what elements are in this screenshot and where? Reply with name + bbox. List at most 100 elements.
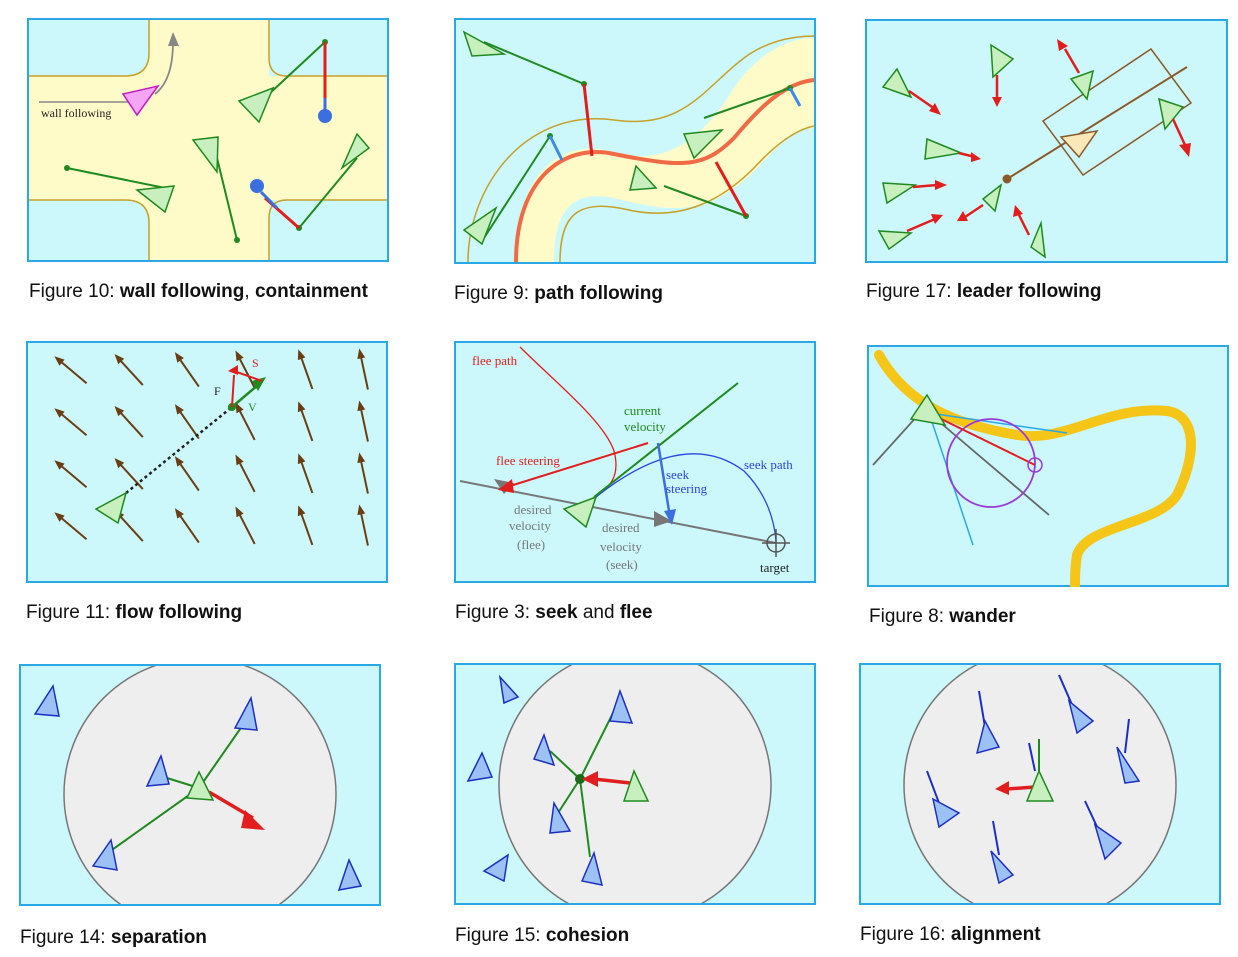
arrowhead [992, 97, 1002, 107]
steering-label: S [252, 356, 259, 370]
arrowhead [929, 103, 941, 115]
flow-arrow [236, 509, 256, 545]
steering-arrow [908, 89, 936, 111]
boid-icon [580, 850, 604, 886]
projection-line [582, 83, 594, 157]
caption-prefix: Figure 3: [455, 602, 536, 623]
flow-arrow [116, 356, 144, 386]
road-edge [29, 20, 150, 77]
figure-8-caption: Figure 8: wander [869, 606, 1016, 628]
flow-arrowhead [114, 406, 125, 417]
path-corridor [516, 38, 814, 262]
agent-icon [237, 86, 275, 124]
figure-9-panel [454, 18, 816, 264]
flow-arrowhead [235, 402, 244, 414]
boid-group [926, 674, 1141, 885]
flow-arrow [298, 456, 314, 494]
flow-arrow [236, 353, 256, 389]
figure-17-panel [865, 19, 1228, 263]
figure-14-panel [19, 664, 381, 906]
caption-bold: alignment [950, 924, 1041, 945]
path-edge [559, 125, 815, 263]
agent-icon [877, 230, 914, 251]
figure-15-caption: Figure 15: cohesion [455, 925, 629, 947]
figure-16-diagram [859, 663, 1221, 905]
seek-steering-label: steering [666, 481, 708, 496]
arrowhead [995, 781, 1009, 795]
agent-icon [682, 129, 725, 160]
agent-icon [990, 43, 1015, 79]
steering-arrow [906, 217, 936, 233]
agent-icon [1069, 69, 1095, 101]
agent-icon [94, 491, 128, 525]
wall-following-agent [121, 84, 160, 117]
boid-icon [990, 850, 1015, 885]
flow-arrow [298, 352, 314, 390]
flow-arrowhead [54, 512, 65, 522]
tangent-line [928, 412, 1068, 434]
figure-3-panel: flee path seek path current velocity fle… [454, 341, 816, 583]
boid-icon [91, 838, 118, 871]
flow-arrow [176, 406, 200, 440]
figure-9-diagram [454, 18, 816, 264]
future-position-line [703, 87, 791, 119]
agent-icon [185, 770, 215, 801]
figure-16-panel [859, 663, 1221, 905]
velocity-vector [231, 384, 259, 408]
boid-icon [145, 753, 170, 787]
flow-arrowhead [54, 408, 65, 418]
figure-14-diagram [19, 664, 381, 906]
flow-arrow [56, 410, 88, 436]
current-velocity-label: current [624, 403, 661, 418]
desired-flee-label: desired [514, 502, 552, 517]
flow-arrowhead [297, 505, 306, 517]
flow-arrowhead [357, 504, 366, 516]
boid-icon [532, 732, 556, 767]
figure-8-diagram [867, 345, 1229, 587]
flow-arrowhead [235, 454, 244, 466]
flow-arrowhead [297, 349, 306, 361]
panel-background [26, 341, 388, 583]
panel-border [19, 664, 381, 906]
leader-axis [1006, 66, 1188, 180]
neighbor-link [108, 787, 200, 853]
arrowhead [228, 365, 238, 375]
seek-path [595, 453, 777, 542]
heading-line [992, 820, 1000, 856]
flow-arrow [359, 352, 369, 390]
panel-border [454, 663, 816, 905]
caption-bold: flow following [115, 602, 243, 623]
projection-line [548, 135, 564, 161]
leader-agent [1059, 129, 1099, 159]
wall-following-label: wall following [41, 106, 111, 120]
flow-arrowhead [54, 356, 65, 366]
seek-steering-vector [656, 442, 672, 518]
boid-icon [1116, 746, 1141, 784]
agent-icon [881, 67, 913, 99]
arrowhead [1179, 143, 1191, 157]
agent-icon [1025, 769, 1055, 802]
boid-icon [498, 674, 520, 705]
arrowhead [498, 479, 514, 493]
figure-11-diagram: S F V [26, 341, 388, 583]
figure-11-panel: S F V [26, 341, 388, 583]
flee-steering-label: flee steering [496, 453, 560, 468]
caption-prefix: Figure 11: [26, 602, 116, 623]
flow-arrowhead [357, 452, 366, 464]
flee-steering-vector [509, 442, 649, 487]
flow-arrow [298, 404, 314, 442]
arrowhead [252, 377, 266, 391]
panel-background [454, 341, 816, 583]
figure-14-caption: Figure 14: separation [20, 927, 207, 949]
flow-label: F [214, 384, 221, 398]
flow-arrow [56, 358, 88, 384]
agent-icon [340, 132, 371, 171]
flow-arrow [176, 510, 200, 544]
caption-prefix: Figure 15: [455, 925, 546, 946]
flow-arrowhead [114, 458, 125, 469]
wall-following-path [154, 41, 174, 95]
boid-icon [1093, 823, 1123, 861]
projection-line [714, 161, 748, 217]
probe-hit-point [318, 109, 332, 123]
arrowhead [582, 771, 598, 787]
